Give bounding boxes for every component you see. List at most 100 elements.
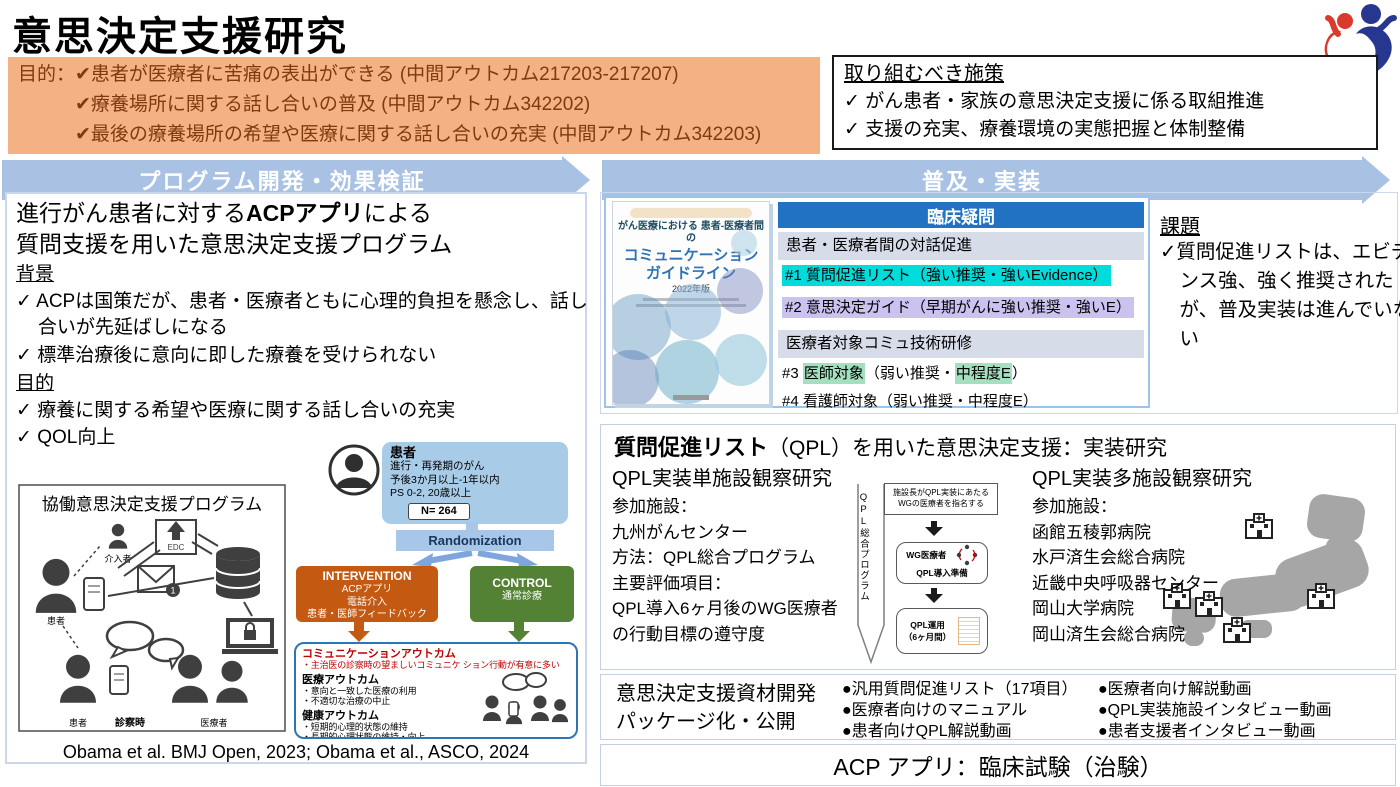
cq-row-3: #3 医師対象（弱い推奨・中程度E） <box>778 362 1144 386</box>
policy-title: 取り組むべき施策 <box>844 63 1004 85</box>
materials-item: ●QPL実装施設インタビュー動画 <box>1098 702 1332 719</box>
phone-icon <box>83 577 105 611</box>
aim-item: ✓ QOL向上 <box>16 427 116 448</box>
communication-outcome-item: ・主治医の診察時の望ましいコミュニケ ション行動が有意に多い <box>302 660 560 670</box>
intervention-down-arrow <box>348 622 370 642</box>
cq-row-2-text: #2 意思決定ガイド（早期がんに強い推奨・強いE） <box>782 297 1134 318</box>
challenge-text: ✓質問促進リストは、エビデンス強、強く推奨されたが、普及実装は進んでいない <box>1160 241 1400 350</box>
single-site-line: 方法：QPL総合プログラム <box>612 548 816 567</box>
intervention-item: ACPアプリ <box>341 584 393 595</box>
single-site-line: 主要評価項目： <box>612 573 731 593</box>
materials-label: 意思決定支援資材開発 パッケージ化・公開 <box>616 680 816 736</box>
operation-label: QPL運用 <box>910 620 945 630</box>
control-down-arrow <box>508 622 530 642</box>
control-title: CONTROL <box>492 576 552 590</box>
visit-label: 診察時 <box>115 716 145 729</box>
flow-top-line: 施設長がQPL実装にあたる <box>892 488 989 497</box>
materials-item: ●患者支援者インタビュー動画 <box>1098 723 1316 740</box>
collaborative-program-diagram: 協働意思決定支援プログラム 介入者 EDC 1 患者 <box>18 484 286 732</box>
clinical-question-header: 臨床疑問 <box>778 202 1144 228</box>
cq-category-row: 医療者対象コミュ技術研修 <box>778 330 1144 358</box>
operation-duration: （6ヶ月間） <box>903 632 952 642</box>
message-badge: 1 <box>170 586 175 596</box>
intro-acp-app: ACPアプリ <box>246 200 364 226</box>
background-item: ✓ ACPは国策だが、患者・医療者ともに心理的負担を懸念し、話し合いが先延ばしに… <box>16 291 588 338</box>
cq-row-3-text: ） <box>1011 365 1027 382</box>
cq-category-row: 患者・医療者間の対話促進 <box>778 232 1144 260</box>
purpose-line: ✔最後の療養場所の希望や医療に関する話し合いの充実 (中間アウトカム342203… <box>75 124 762 145</box>
flow-operation-box: QPL運用 （6ヶ月間） <box>896 608 988 654</box>
banner-label: 普及・実装 <box>921 169 1042 194</box>
database-icon <box>215 547 261 599</box>
provider-label: 医療者 <box>200 717 227 728</box>
purpose-line: 目的：✔患者が医療者に苦痛の表出ができる (中間アウトカム217203-2172… <box>18 64 679 85</box>
book-series-banner <box>630 208 752 218</box>
trial-patient-criterion: 予後3か月以上-1年以内 <box>390 473 500 486</box>
diagram-title: 協働意思決定支援プログラム <box>42 495 263 514</box>
materials-column-1: ●汎用質問促進リスト（17項目） ●医療者向けのマニュアル ●患者向けQPL解説… <box>842 679 1077 742</box>
cq-row-3-text: （弱い推奨・ <box>864 365 955 382</box>
cq-row-2: #2 意思決定ガイド（早期がんに強い推奨・強いE） <box>778 296 1144 320</box>
laptop-icon <box>222 618 278 654</box>
acp-trial-label: ACP アプリ：臨床試験（治験） <box>833 754 1163 780</box>
health-outcome-item: ・長期的心理状態の維持・向上 <box>302 732 426 739</box>
cq-row-1: #1 質問促進リスト（強い推奨・強いEvidence） <box>778 264 1144 288</box>
trial-patient-title: 患者 <box>390 445 417 460</box>
book-publisher-mark <box>673 395 709 400</box>
flow-wg-box: WG医療者 QPL導入準備 <box>896 542 988 584</box>
materials-box <box>600 674 1396 740</box>
page-title: 意思決定支援研究 <box>12 15 348 59</box>
phone-visit-icon <box>109 665 129 695</box>
banner-arrowhead <box>1362 156 1390 204</box>
trial-patient-criterion: 進行・再発期のがん <box>390 460 485 472</box>
citation: Obama et al. BMJ Open, 2023; Obama et al… <box>62 742 530 762</box>
health-outcome-item: ・短期的心理的状態の維持 <box>302 721 408 732</box>
intro-text: による <box>363 200 432 226</box>
trial-patient-box: 患者 進行・再発期のがん 予後3か月以上-1年以内 PS 0-2, 20歳以上 … <box>382 442 568 524</box>
flow-arrow <box>925 521 943 536</box>
qpl-program-bracket-arrow <box>857 484 885 665</box>
flow-top-box: 施設長がQPL実装にあたる WGの医療者を指名する <box>884 483 998 515</box>
challenge-heading: 課題 <box>1160 216 1200 238</box>
policy-item: ✓ がん患者・家族の意思決定支援に係る取組推進 <box>844 91 1265 112</box>
materials-column-2: ●医療者向け解説動画 ●QPL実装施設インタビュー動画 ●患者支援者インタビュー… <box>1098 679 1332 742</box>
purpose-line: ✔療養場所に関する話し合いの普及 (中間アウトカム342202) <box>75 94 591 115</box>
single-site-line: 参加施設： <box>612 497 697 516</box>
policy-box: 取り組むべき施策 ✓ がん患者・家族の意思決定支援に係る取組推進 ✓ 支援の充実… <box>832 55 1378 150</box>
book-title: コミュニケーション <box>623 247 759 264</box>
policy-item: ✓ 支援の充実、療養環境の実態把握と体制整備 <box>844 119 1246 140</box>
care-team-icon <box>483 672 569 725</box>
multi-site-line: 岡山大学病院 <box>1032 599 1134 618</box>
wg-prep-label: QPL導入準備 <box>916 568 968 578</box>
trial-patient-criterion: PS 0-2, 20歳以上 <box>390 487 472 499</box>
multi-site-line: 岡山済生会総合病院 <box>1032 624 1185 644</box>
multi-site-line: 函館五稜郭病院 <box>1032 522 1151 542</box>
speech-bubbles-icon <box>105 620 185 671</box>
single-site-line: 九州がんセンター <box>612 522 748 542</box>
materials-item: ●医療者向けのマニュアル <box>842 702 1028 719</box>
cq-row-3-text: #3 <box>782 365 803 382</box>
background-item: ✓ 標準治療後に意向に即した療養を受けられない <box>16 345 437 366</box>
single-site-details: 参加施設： 九州がんセンター 方法：QPL総合プログラム 主要評価項目： QPL… <box>612 494 850 647</box>
edc-icon: EDC <box>155 519 197 555</box>
flow-top-line: WGの医療者を指名する <box>898 499 984 508</box>
book-subtitle: がん医療における 患者-医療者間の <box>617 221 765 244</box>
intervention-item: 電話介入 <box>347 596 387 608</box>
japan-map <box>1163 494 1369 646</box>
cq-row-4: #4 看護師対象（弱い推奨・中程度E） <box>782 393 1038 410</box>
single-site-line: QPL導入6ヶ月後のWG医療者の行動目標の遵守度 <box>612 599 838 644</box>
cq-row-1-text: #1 質問促進リスト（強い推奨・強いEvidence） <box>782 265 1111 286</box>
materials-label-line: 意思決定支援資材開発 <box>616 683 816 705</box>
medical-outcome-item: ・不適切な治療の中止 <box>302 696 391 706</box>
qpl-section-title: 質問促進リスト（QPL）を用いた意思決定支援：実装研究 <box>614 430 1167 462</box>
multi-site-details: 参加施設： 函館五稜郭病院 水戸済生会総合病院 近畿中央呼吸器センター 岡山大学… <box>1032 494 1282 647</box>
multi-site-line: 参加施設： <box>1032 497 1117 516</box>
book-title: ガイドライン <box>645 265 736 282</box>
medical-outcome-title: 医療アウトカム <box>302 673 379 686</box>
aim-item: ✓ 療養に関する希望や医療に関する話し合いの充実 <box>16 400 456 421</box>
communication-outcome-title: コミュニケーションアウトカム <box>302 648 456 660</box>
banner-dissemination: 普及・実装 <box>602 160 1362 200</box>
edc-label: EDC <box>168 543 185 552</box>
randomization-split-arrows <box>412 551 538 566</box>
